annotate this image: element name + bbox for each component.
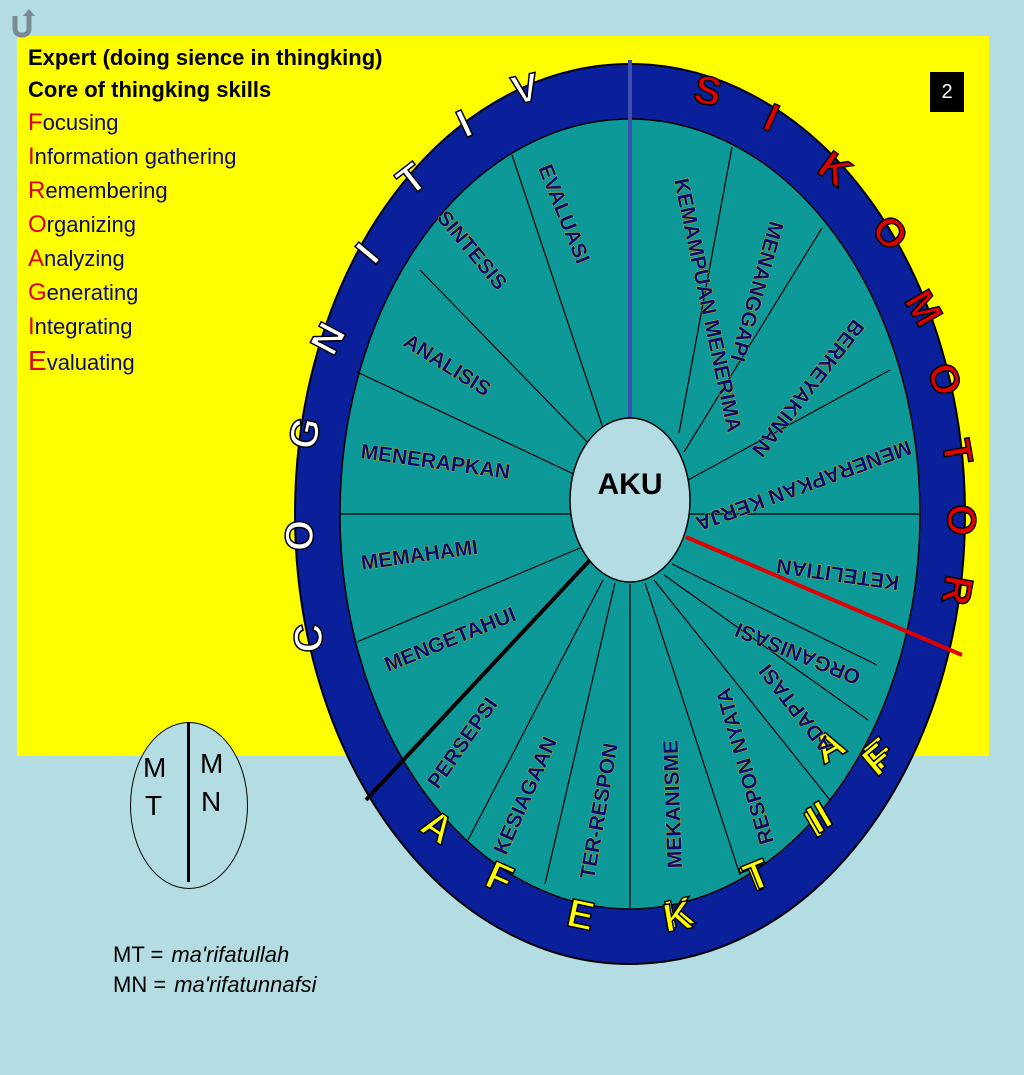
back-arrow-icon[interactable] <box>6 6 38 38</box>
skill-evaluating: Evaluating <box>28 345 135 376</box>
oval-label-t: T <box>145 790 163 821</box>
thinking-skills-list: Expert (doing sience in thingking) Core … <box>28 42 468 380</box>
skill-remembering: Remembering <box>28 177 168 204</box>
oval-label-m-right: M <box>200 748 224 779</box>
legend-row-mn: MN =ma'rifatunnafsi <box>113 972 317 997</box>
abbreviation-legend: MT =ma'rifatullah MN =ma'rifatunnafsi <box>113 940 317 1000</box>
divider-afektif-kognitif <box>364 558 592 802</box>
skill-analyzing: Analyzing <box>28 245 125 272</box>
oval-label-n: N <box>201 786 222 817</box>
skill-information-gathering: Information gathering <box>28 143 237 170</box>
skill-generating: Generating <box>28 279 139 306</box>
divider-psikomotor-afektif <box>685 535 963 657</box>
skill-focusing: Focusing <box>28 109 119 136</box>
ring-letter: O <box>277 519 322 552</box>
segment-mekanisme: MEKANISME <box>660 740 687 869</box>
oval-label-m-left: M <box>143 752 167 783</box>
core-heading: Core of thingking skills <box>28 77 272 102</box>
center-label: AKU <box>598 468 663 501</box>
center-circle <box>569 417 691 583</box>
wheel-spokes <box>340 120 920 908</box>
skill-integrating: Integrating <box>28 313 133 340</box>
ring-letter: O <box>939 504 983 535</box>
ring-letter: C <box>287 624 331 653</box>
skill-organizing: Organizing <box>28 211 136 238</box>
legend-row-mt: MT =ma'rifatullah <box>113 942 290 967</box>
expert-heading: Expert (doing sience in thingking) <box>28 45 383 70</box>
mt-mn-divider <box>187 722 190 882</box>
page-number-badge: 2 <box>930 72 964 112</box>
